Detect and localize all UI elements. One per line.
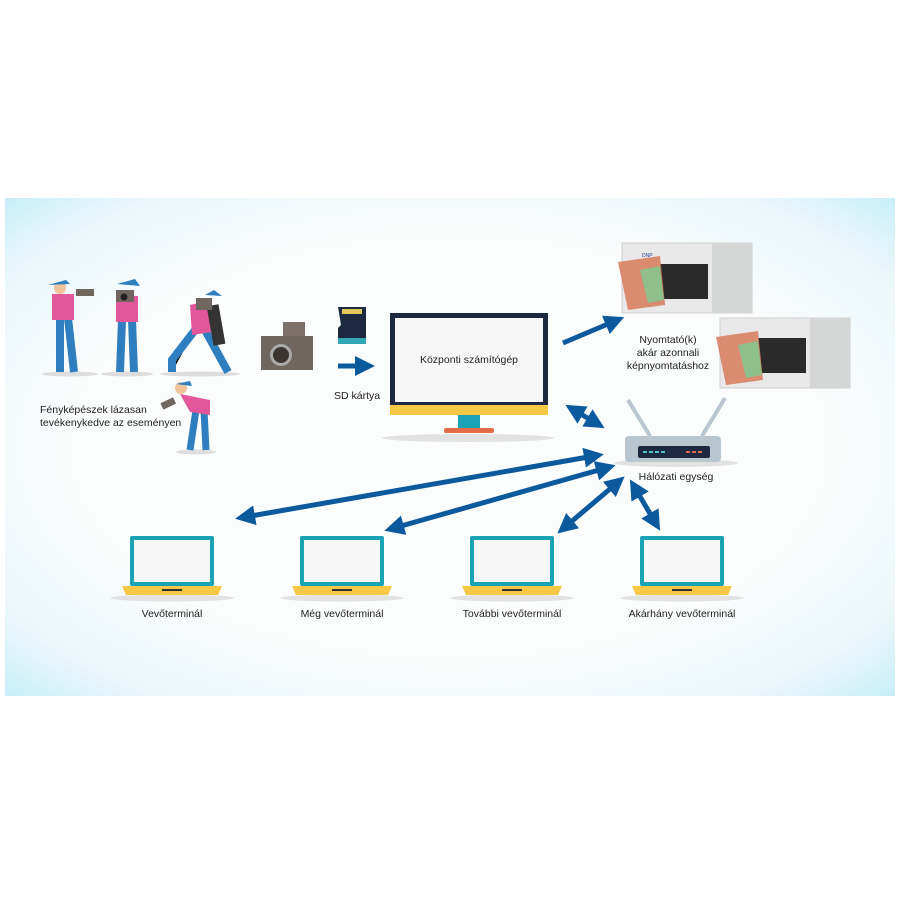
printer-icon bbox=[716, 317, 851, 389]
printer-brand: DNP bbox=[642, 253, 653, 259]
printer-label-line: akár azonnali bbox=[636, 347, 700, 359]
sd-card-icon bbox=[338, 307, 366, 344]
terminal-label: Vevőterminál bbox=[141, 608, 203, 620]
printer-label-line: Nyomtató(k) bbox=[639, 334, 697, 346]
printer-icon bbox=[618, 242, 753, 314]
terminal-label: Akárhány vevőterminál bbox=[628, 608, 736, 620]
terminal-label: További vevőterminál bbox=[462, 608, 562, 620]
router-label: Hálózati egység bbox=[638, 471, 714, 483]
photographer-figure bbox=[160, 381, 216, 455]
arrow-router-terminal-3 bbox=[557, 476, 625, 534]
arrow-router-terminal-4 bbox=[629, 479, 661, 531]
terminal-label: Még vevőterminál bbox=[300, 608, 384, 620]
sd-card-label: SD kártya bbox=[334, 390, 381, 402]
arrow-computer-router bbox=[565, 404, 605, 429]
printer-label-line: képnyomtatáshoz bbox=[626, 360, 710, 372]
central-computer-monitor bbox=[382, 313, 554, 442]
laptop-icon bbox=[450, 536, 574, 602]
photographer-figure bbox=[101, 279, 153, 377]
laptop-icon bbox=[280, 536, 404, 602]
photographer-figure bbox=[160, 290, 240, 377]
computer-label: Központi számítógép bbox=[419, 354, 519, 366]
photographers-label-line: Fényképészek lázasan bbox=[40, 404, 147, 416]
photographer-figure bbox=[42, 280, 98, 377]
photographers-label-line: tevékenykedve az eseményen bbox=[40, 417, 182, 429]
laptop-icon bbox=[620, 536, 744, 602]
connection-arrows bbox=[235, 315, 661, 535]
camera-icon bbox=[261, 322, 313, 370]
arrow-computer-to-printer bbox=[562, 315, 625, 346]
laptop-icon bbox=[110, 536, 234, 602]
router-icon bbox=[614, 396, 738, 467]
